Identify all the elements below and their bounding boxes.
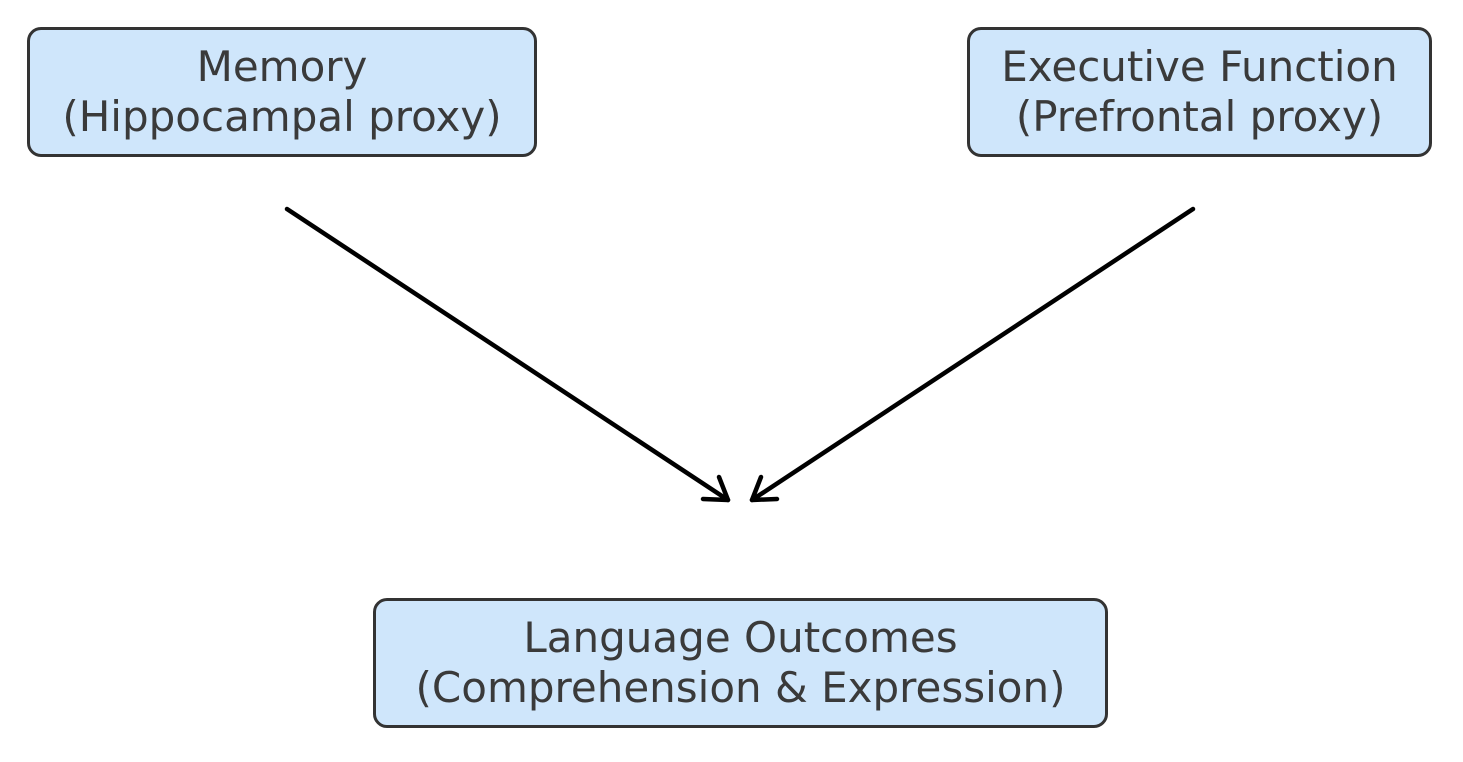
language-outcomes-node-title: Language Outcomes	[523, 613, 958, 662]
executive-function-node-title: Executive Function	[1001, 42, 1398, 91]
language-outcomes-node-subtitle: (Comprehension & Expression)	[415, 663, 1066, 712]
memory-node-subtitle: (Hippocampal proxy)	[62, 92, 502, 141]
arrow-executive-to-language	[749, 206, 1196, 503]
language-outcomes-node: Language Outcomes (Comprehension & Expre…	[373, 598, 1108, 728]
executive-function-node-subtitle: (Prefrontal proxy)	[1015, 92, 1384, 141]
memory-node-title: Memory	[196, 42, 368, 91]
arrow-memory-to-language	[284, 206, 731, 503]
executive-function-node: Executive Function (Prefrontal proxy)	[967, 27, 1432, 157]
memory-node: Memory (Hippocampal proxy)	[27, 27, 537, 157]
